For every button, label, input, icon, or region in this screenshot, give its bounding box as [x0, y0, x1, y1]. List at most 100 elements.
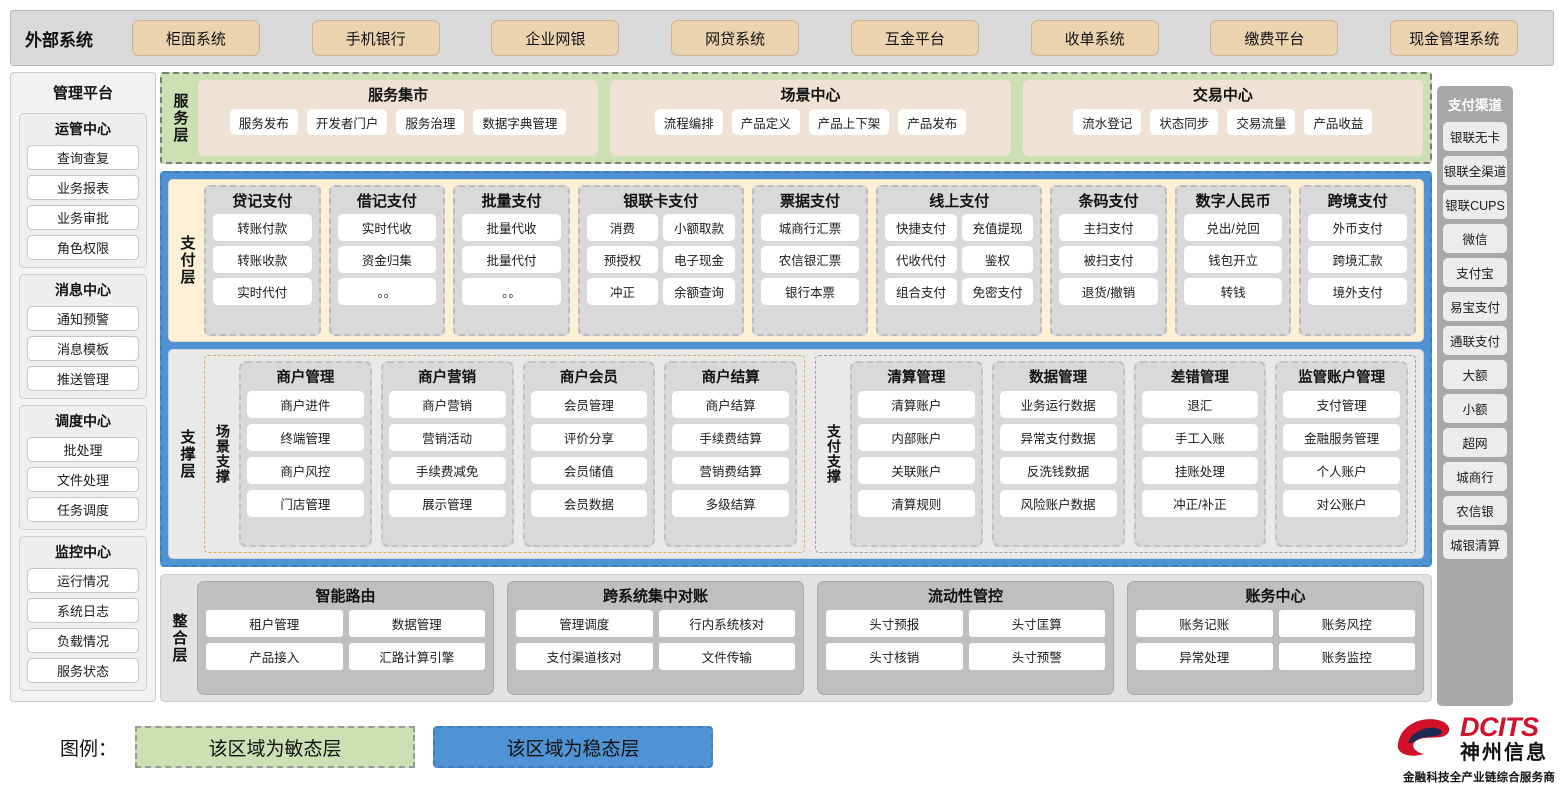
payment-item[interactable]: 外币支付 [1308, 214, 1407, 241]
integration-item[interactable]: 账务风控 [1278, 610, 1415, 637]
management-item[interactable]: 角色权限 [27, 235, 139, 260]
payment-item[interactable]: 代收代付 [885, 246, 957, 273]
payment-item[interactable]: 转账收款 [213, 246, 312, 273]
payment-channel-item[interactable]: 农信银 [1443, 496, 1507, 525]
payment-item[interactable]: 退货/撤销 [1059, 278, 1158, 305]
service-item[interactable]: 流程编排 [654, 109, 723, 135]
payment-item[interactable]: 主扫支付 [1059, 214, 1158, 241]
payment-item[interactable]: 资金归集 [337, 246, 437, 273]
scene-item[interactable]: 终端管理 [247, 424, 364, 451]
payment-support-item[interactable]: 冲正/补正 [1141, 490, 1259, 517]
external-system-chip[interactable]: 企业网银 [491, 20, 620, 56]
integration-item[interactable]: 账务记账 [1136, 610, 1273, 637]
management-item[interactable]: 通知预警 [27, 306, 139, 331]
payment-channel-item[interactable]: 超网 [1443, 428, 1507, 457]
payment-channel-item[interactable]: 通联支付 [1443, 326, 1507, 355]
payment-item[interactable]: 批量代收 [462, 214, 561, 241]
payment-item[interactable]: 实时代收 [337, 214, 437, 241]
payment-support-item[interactable]: 个人账户 [1283, 457, 1400, 484]
payment-item[interactable]: 冲正 [586, 278, 659, 305]
integration-item[interactable]: 租户管理 [206, 610, 343, 637]
integration-item[interactable]: 汇路计算引擎 [348, 643, 485, 670]
scene-item[interactable]: 评价分享 [530, 424, 648, 451]
scene-item[interactable]: 营销活动 [388, 424, 506, 451]
management-item[interactable]: 业务报表 [27, 175, 139, 200]
integration-item[interactable]: 头寸核销 [826, 643, 963, 670]
scene-item[interactable]: 展示管理 [388, 490, 506, 517]
integration-item[interactable]: 头寸匡算 [968, 610, 1105, 637]
service-item[interactable]: 流水登记 [1073, 109, 1142, 135]
scene-item[interactable]: 门店管理 [247, 490, 364, 517]
payment-support-item[interactable]: 清算账户 [858, 391, 975, 418]
payment-support-item[interactable]: 风险账户数据 [999, 490, 1117, 517]
payment-channel-item[interactable]: 小额 [1443, 394, 1507, 423]
management-item[interactable]: 业务审批 [27, 205, 139, 230]
management-item[interactable]: 文件处理 [27, 467, 139, 492]
integration-item[interactable]: 异常处理 [1136, 643, 1273, 670]
payment-item[interactable]: 鉴权 [961, 246, 1034, 273]
scene-item[interactable]: 手续费结算 [672, 424, 789, 451]
scene-item[interactable]: 手续费减免 [388, 457, 506, 484]
payment-item[interactable]: 被扫支付 [1059, 246, 1158, 273]
payment-support-item[interactable]: 挂账处理 [1141, 457, 1259, 484]
management-item[interactable]: 推送管理 [27, 366, 139, 391]
payment-item[interactable]: 实时代付 [213, 278, 312, 305]
integration-item[interactable]: 头寸预警 [968, 643, 1105, 670]
management-item[interactable]: 任务调度 [27, 497, 139, 522]
payment-channel-item[interactable]: 银联无卡 [1443, 122, 1507, 151]
service-item[interactable]: 数据字典管理 [473, 109, 567, 135]
payment-channel-item[interactable]: 微信 [1443, 224, 1507, 253]
management-item[interactable]: 负载情况 [27, 628, 139, 653]
integration-item[interactable]: 数据管理 [348, 610, 485, 637]
service-item[interactable]: 服务治理 [396, 109, 465, 135]
payment-support-item[interactable]: 内部账户 [858, 424, 975, 451]
payment-channel-item[interactable]: 银联全渠道 [1443, 156, 1507, 185]
payment-item[interactable]: 转钱 [1183, 278, 1283, 305]
payment-support-item[interactable]: 对公账户 [1283, 490, 1400, 517]
payment-item[interactable]: 农信银汇票 [760, 246, 860, 273]
payment-support-item[interactable]: 业务运行数据 [999, 391, 1117, 418]
payment-support-item[interactable]: 关联账户 [858, 457, 975, 484]
service-item[interactable]: 产品定义 [731, 109, 800, 135]
payment-item[interactable]: 预授权 [586, 246, 659, 273]
service-item[interactable]: 产品收益 [1304, 109, 1373, 135]
payment-item[interactable]: 转账付款 [213, 214, 312, 241]
external-system-chip[interactable]: 现金管理系统 [1390, 20, 1519, 56]
payment-item[interactable]: 。。 [462, 278, 561, 305]
integration-item[interactable]: 账务监控 [1278, 643, 1415, 670]
service-item[interactable]: 开发者门户 [306, 109, 388, 135]
management-item[interactable]: 运行情况 [27, 568, 139, 593]
management-item[interactable]: 系统日志 [27, 598, 139, 623]
payment-support-item[interactable]: 异常支付数据 [999, 424, 1117, 451]
payment-item[interactable]: 电子现金 [663, 246, 735, 273]
payment-item[interactable]: 跨境汇款 [1308, 246, 1407, 273]
management-item[interactable]: 服务状态 [27, 658, 139, 683]
integration-item[interactable]: 行内系统核对 [658, 610, 795, 637]
payment-item[interactable]: 充值提现 [961, 214, 1034, 241]
payment-item[interactable]: 组合支付 [885, 278, 957, 305]
payment-support-item[interactable]: 金融服务管理 [1283, 424, 1400, 451]
integration-item[interactable]: 管理调度 [516, 610, 653, 637]
integration-item[interactable]: 产品接入 [206, 643, 343, 670]
payment-support-item[interactable]: 手工入账 [1141, 424, 1259, 451]
payment-channel-item[interactable]: 大额 [1443, 360, 1507, 389]
management-item[interactable]: 批处理 [27, 437, 139, 462]
management-item[interactable]: 消息模板 [27, 336, 139, 361]
payment-channel-item[interactable]: 支付宝 [1443, 258, 1507, 287]
payment-channel-item[interactable]: 城银清算 [1443, 530, 1507, 559]
payment-item[interactable]: 余额查询 [663, 278, 735, 305]
payment-item[interactable]: 钱包开立 [1183, 246, 1283, 273]
external-system-chip[interactable]: 互金平台 [850, 20, 979, 56]
payment-item[interactable]: 银行本票 [760, 278, 860, 305]
payment-item[interactable]: 境外支付 [1308, 278, 1407, 305]
payment-item[interactable]: 兑出/兑回 [1183, 214, 1283, 241]
payment-support-item[interactable]: 退汇 [1141, 391, 1259, 418]
external-system-chip[interactable]: 柜面系统 [131, 20, 260, 56]
external-system-chip[interactable]: 网贷系统 [671, 20, 800, 56]
scene-item[interactable]: 商户营销 [388, 391, 506, 418]
payment-channel-item[interactable]: 银联CUPS [1443, 190, 1507, 219]
payment-item[interactable]: 快捷支付 [885, 214, 957, 241]
scene-item[interactable]: 会员储值 [530, 457, 648, 484]
payment-support-item[interactable]: 反洗钱数据 [999, 457, 1117, 484]
service-item[interactable]: 交易流量 [1227, 109, 1296, 135]
